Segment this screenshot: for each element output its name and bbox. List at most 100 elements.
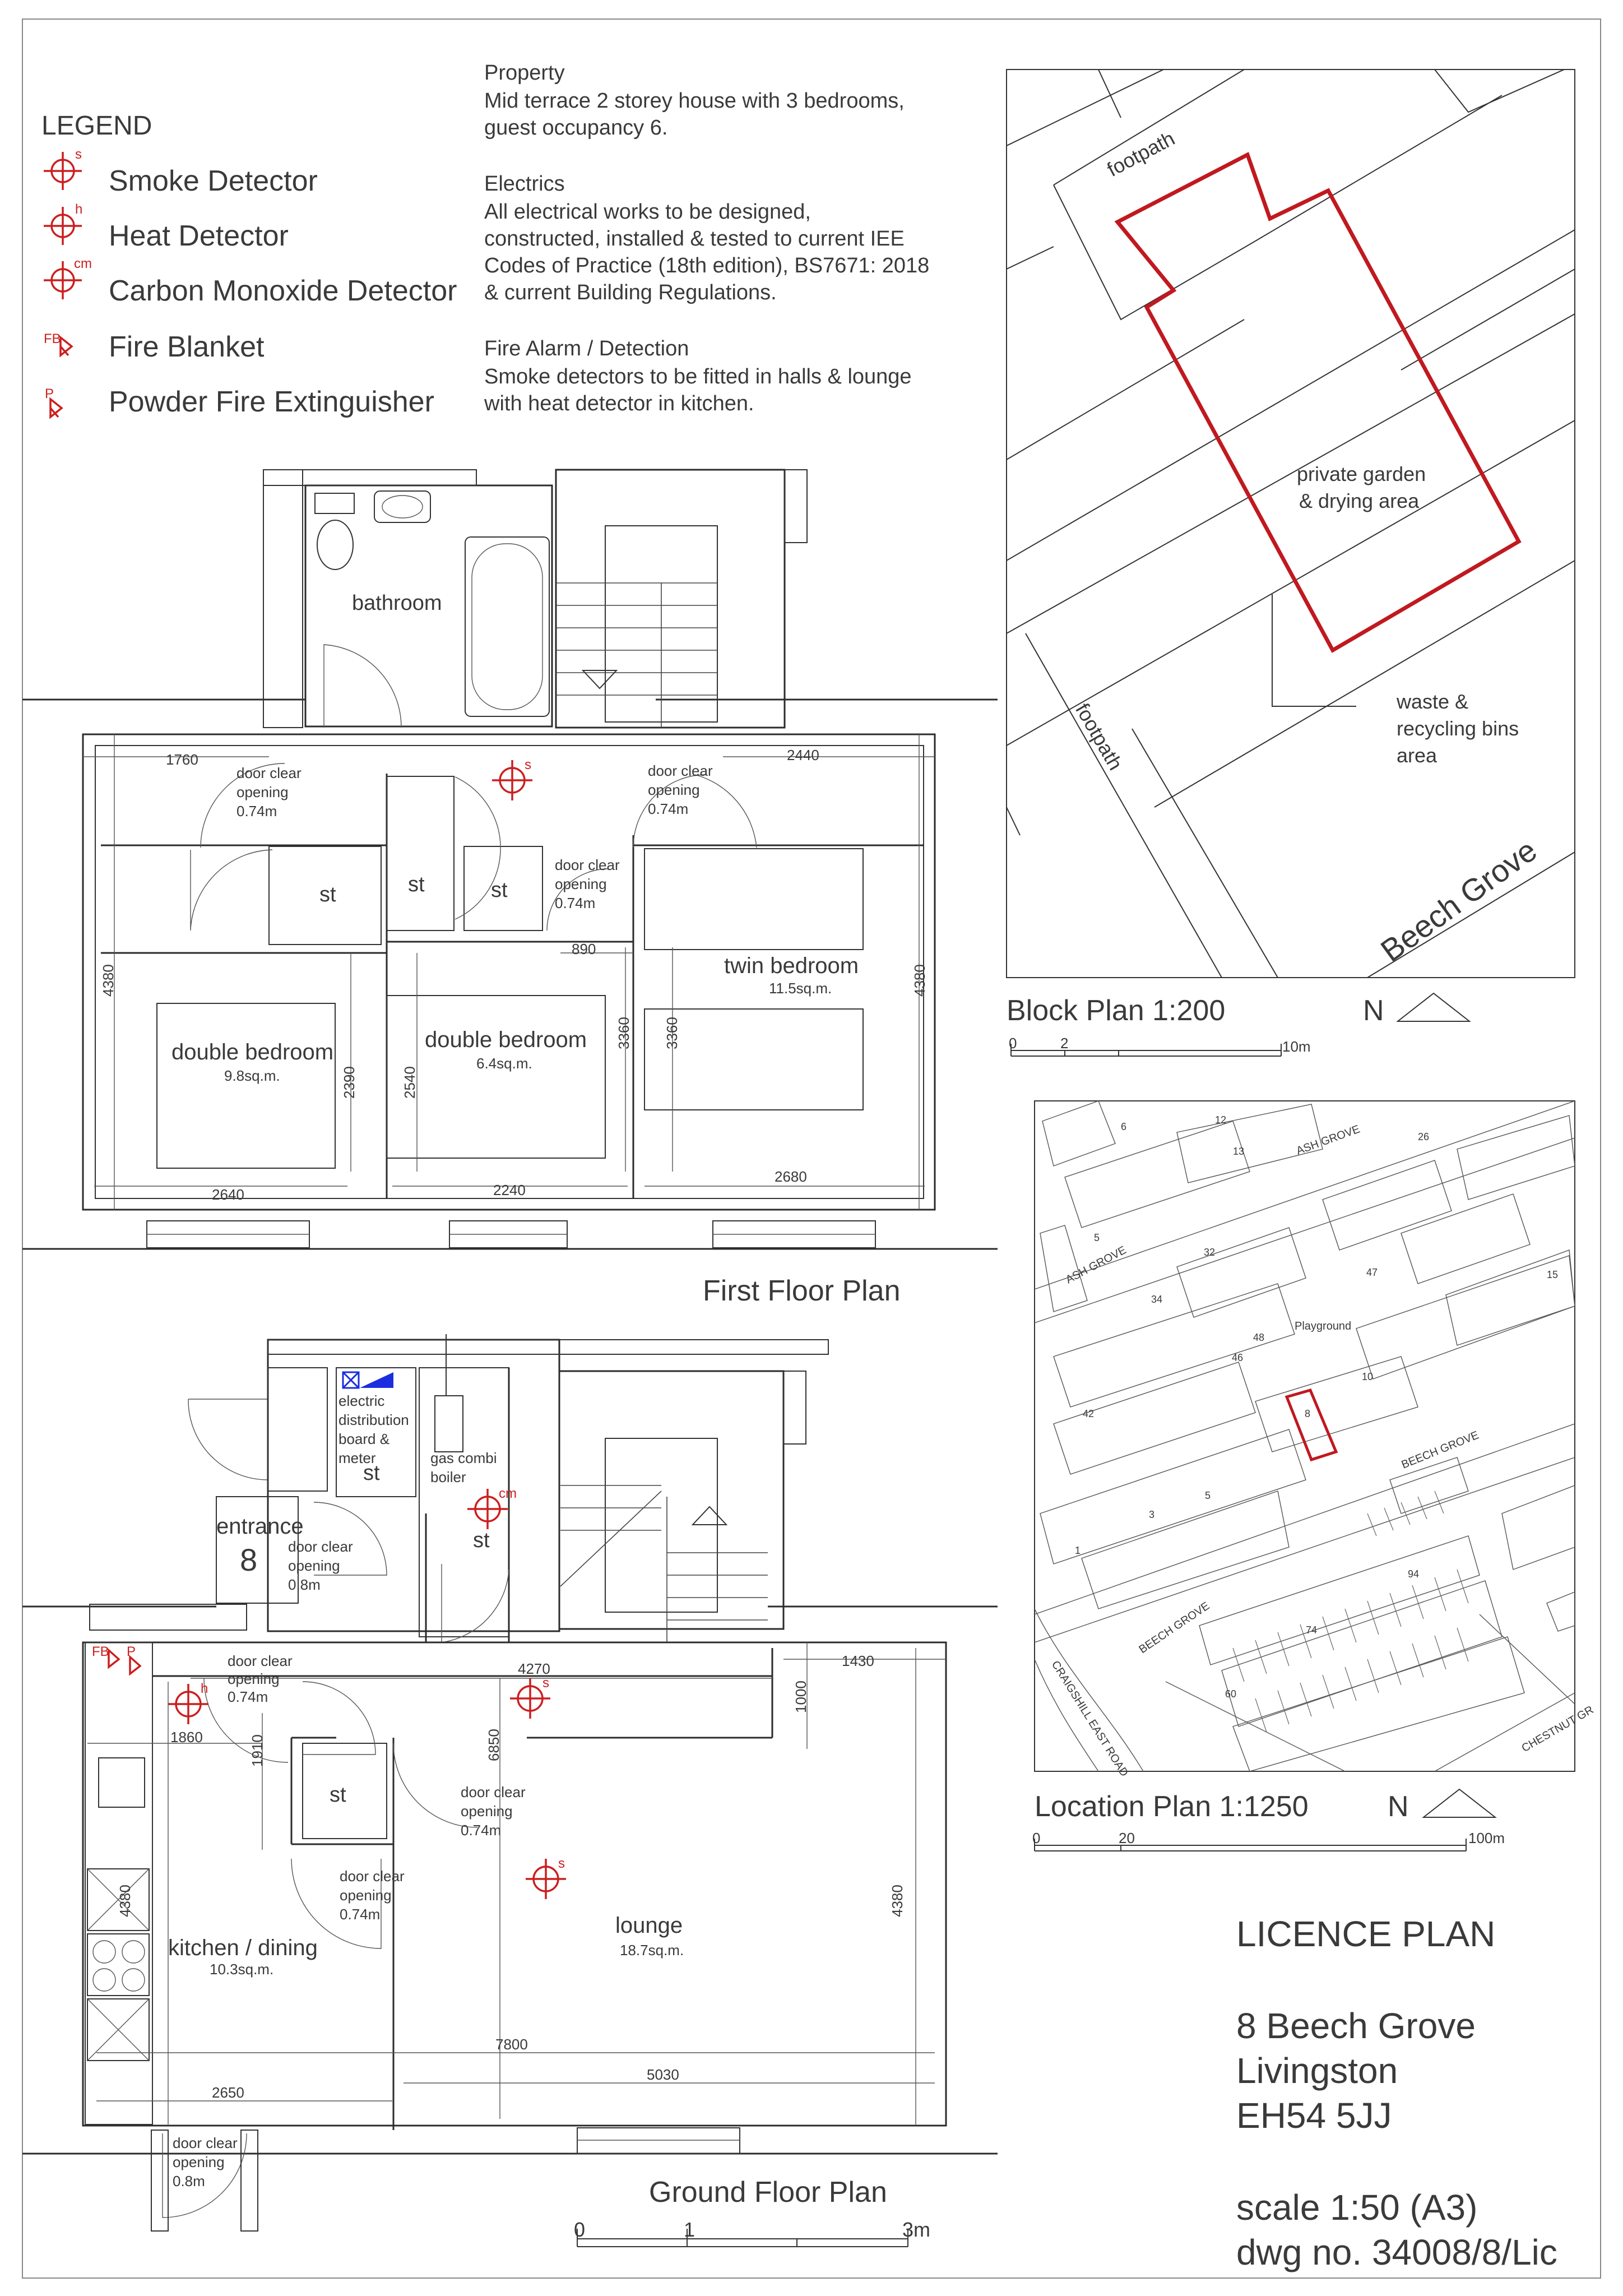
electrics-line-3: Codes of Practice (18th edition), BS7671… — [484, 254, 929, 277]
legend-title: LEGEND — [41, 111, 152, 141]
first-floor-outline — [82, 733, 936, 1211]
gf-door-hall-c: 0.74m — [228, 1688, 268, 1705]
property-line-1: Mid terrace 2 storey house with 3 bedroo… — [484, 89, 905, 113]
street-label: Beech Grove — [1374, 832, 1543, 969]
garden-label-1: private garden — [1297, 462, 1426, 485]
gf-door-entrance-c: 0.8m — [288, 1576, 321, 1593]
scale-label-1: 1 — [684, 2218, 695, 2241]
gf-stair-arrow-icon — [691, 1506, 728, 1525]
double-bedroom-2-area: 6.4sq.m. — [476, 1055, 532, 1072]
loc-num-10: 10 — [1362, 1371, 1373, 1382]
svg-text:h: h — [201, 1681, 208, 1696]
house-number: 8 — [240, 1542, 257, 1577]
legend-smoke-label: Smoke Detector — [109, 165, 318, 197]
gf-dim-4270: 4270 — [518, 1660, 550, 1677]
location-north-arrow-icon — [1422, 1788, 1497, 1818]
ff-door-label-1c: 0.74m — [237, 803, 277, 820]
gf-dim-7800: 7800 — [495, 2036, 528, 2053]
basin — [374, 490, 431, 523]
ff-dim-3360a: 3360 — [615, 1017, 632, 1049]
gf-door-rear-c: 0.8m — [173, 2173, 205, 2189]
loc-num-8: 8 — [1305, 1408, 1310, 1419]
loc-num-15: 15 — [1547, 1269, 1558, 1280]
north-arrow-icon — [1396, 992, 1471, 1022]
loc-num-5a: 5 — [1094, 1232, 1100, 1243]
ff-dim-2680: 2680 — [775, 1168, 807, 1185]
gf-door-entrance-a: door clear — [288, 1538, 353, 1555]
gf-dim-4380a: 4380 — [117, 1885, 133, 1917]
ff-dim-1760: 1760 — [166, 751, 198, 768]
electric-label-1: electric — [338, 1392, 384, 1409]
loc-ash-grove-b: ASH GROVE — [1064, 1244, 1128, 1286]
gf-dim-1000: 1000 — [792, 1681, 809, 1713]
loc-num-32: 32 — [1204, 1247, 1215, 1258]
svg-text:s: s — [558, 1856, 565, 1871]
loc-craigshill: CRAIGSHILL EAST ROAD — [1049, 1659, 1130, 1779]
store-3-label: st — [491, 878, 508, 902]
fire-title: Fire Alarm / Detection — [484, 337, 689, 360]
block-scale-2: 2 — [1060, 1035, 1068, 1052]
electrics-line-1: All electrical works to be designed, — [484, 200, 811, 224]
scale-label-0: 0 — [574, 2218, 585, 2241]
loc-beech-grove-a: BEECH GROVE — [1400, 1429, 1481, 1471]
twin-bedroom-area: 11.5sq.m. — [769, 980, 832, 997]
twin-bedroom-label: twin bedroom — [724, 953, 859, 978]
legend-blanket-label: Fire Blanket — [109, 331, 265, 363]
loc-num-94: 94 — [1408, 1568, 1419, 1580]
block-plan: footpath footpath private garden & dryin… — [1006, 69, 1575, 1057]
legend-extinguisher-label: Powder Fire Extinguisher — [109, 386, 434, 418]
notes: Property Mid terrace 2 storey house with… — [484, 61, 929, 415]
first-floor-stair — [556, 582, 717, 728]
electrics-line-2: constructed, installed & tested to curre… — [484, 227, 905, 251]
kitchen-area: 10.3sq.m. — [210, 1961, 273, 1978]
block-scale-bar: 0 2 10m — [1009, 1035, 1311, 1057]
double-bedroom-1-label: double bedroom — [171, 1040, 333, 1064]
svg-text:cm: cm — [74, 256, 92, 271]
entrance-label: entrance — [216, 1514, 304, 1539]
first-floor-plan: bathroom st st st double bed — [22, 469, 998, 1307]
electric-label-3: board & — [338, 1431, 389, 1447]
loc-num-26: 26 — [1418, 1131, 1429, 1142]
gf-door-hall-a: door clear — [228, 1652, 293, 1669]
gf-door-kitchen-a: door clear — [340, 1868, 405, 1885]
gf-dim-1430: 1430 — [842, 1652, 874, 1669]
smoke-detector-icon: s — [44, 147, 82, 190]
bins-label-2: recycling bins — [1397, 717, 1519, 740]
address-line-2: Livingston — [1236, 2050, 1398, 2091]
location-plan: ASH GROVE ASH GROVE Playground BEECH GRO… — [1032, 1100, 1596, 1851]
loc-scale-20: 20 — [1119, 1830, 1135, 1846]
bathroom-label: bathroom — [352, 591, 442, 615]
ff-dim-4380a: 4380 — [100, 964, 117, 997]
loc-num-42: 42 — [1083, 1408, 1094, 1419]
svg-text:s: s — [542, 1675, 549, 1691]
gf-dim-4380b: 4380 — [889, 1885, 906, 1917]
scale-bar: 0 1 3m — [574, 2218, 930, 2247]
gf-dim-1910: 1910 — [249, 1734, 266, 1767]
gf-door-kitchen-c: 0.74m — [340, 1906, 380, 1923]
ff-door-label-3c: 0.74m — [555, 895, 595, 911]
loc-num-6: 6 — [1121, 1121, 1126, 1132]
gf-door-kitchen-b: opening — [340, 1887, 392, 1904]
carbon-monoxide-detector-icon: cm — [44, 256, 92, 299]
fire-line-2: with heat detector in kitchen. — [484, 392, 754, 415]
fire-line-1: Smoke detectors to be fitted in halls & … — [484, 365, 912, 388]
gf-door-rear-b: opening — [173, 2154, 225, 2170]
loc-num-12: 12 — [1215, 1114, 1226, 1126]
stair-arrow-icon — [581, 670, 618, 689]
double-bedroom-1-area: 9.8sq.m. — [224, 1067, 280, 1084]
ff-door-label-2b: opening — [648, 781, 700, 798]
store-1 — [268, 846, 382, 945]
heat-detector-icon: h — [44, 202, 82, 245]
hob — [87, 1933, 150, 1996]
store-2 — [386, 776, 455, 931]
svg-text:cm: cm — [499, 1486, 517, 1501]
svg-text:h: h — [75, 202, 82, 217]
block-scale-0: 0 — [1009, 1035, 1017, 1052]
kitchen-store-label: st — [330, 1783, 346, 1807]
svg-text:s: s — [75, 147, 82, 162]
gf-dim-2650: 2650 — [212, 2084, 244, 2101]
gf-door-lounge-a: door clear — [461, 1784, 526, 1800]
gf-extinguisher-icon: P — [127, 1644, 142, 1676]
ff-dim-4380b: 4380 — [911, 964, 928, 997]
